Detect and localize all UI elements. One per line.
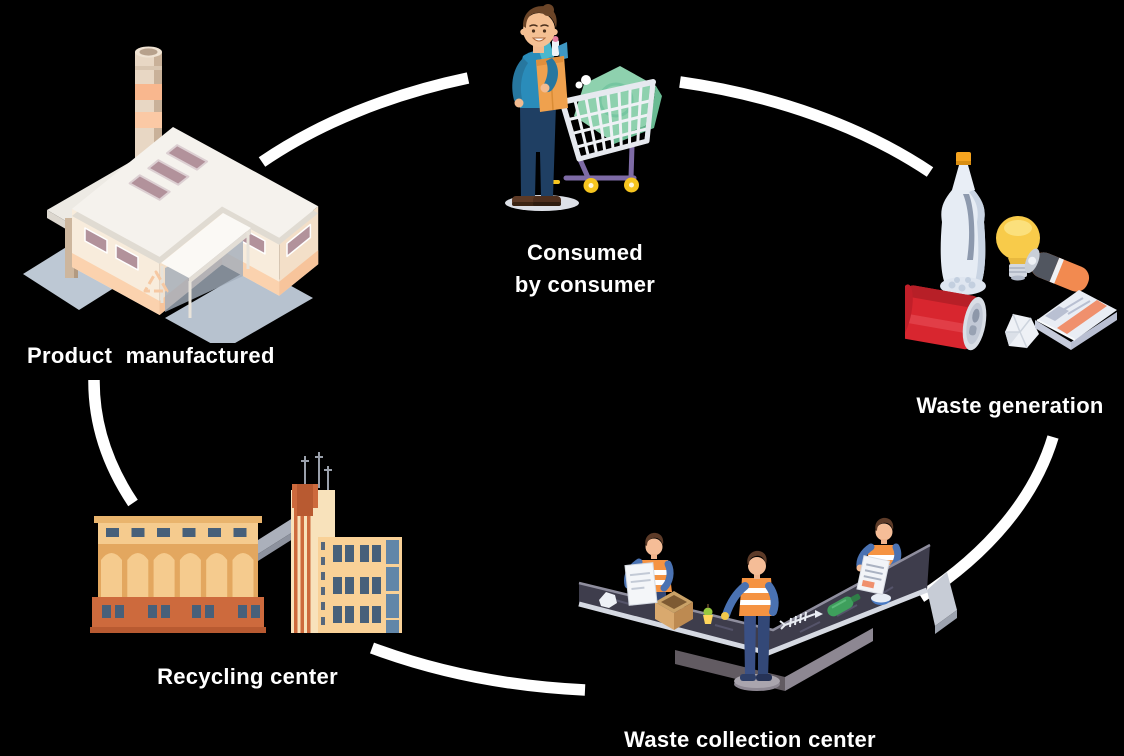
worker-center: [721, 550, 780, 691]
node-label-line-1: Consumed: [526, 240, 644, 265]
node-label: Product manufactured: [27, 343, 275, 368]
soda-can-icon: [905, 284, 987, 351]
consumer-person: [512, 4, 568, 206]
newspaper-icon: [1035, 290, 1117, 350]
paper-scrap-icon: [599, 592, 617, 608]
node-waste-generation: Waste generation: [905, 148, 1120, 422]
node-label: Recycling center: [157, 664, 338, 689]
factory-entrance: [160, 213, 251, 318]
node-label: Waste collection center: [624, 727, 876, 752]
cart-basket-rim: [559, 79, 656, 162]
apple-core-icon: [703, 604, 713, 624]
newspaper-stack-icon: [856, 555, 891, 595]
node-product-manufactured: Product manufactured: [15, 28, 345, 372]
node-recycling-center: Recycling center: [90, 450, 405, 693]
node-label: Consumed by consumer: [465, 237, 705, 301]
bowl-icon: [871, 593, 891, 605]
light-bulb-icon: [996, 216, 1040, 281]
plastic-bottle-icon: [940, 152, 986, 295]
silo-building: [90, 516, 266, 633]
node-consumed-by-consumer: Consumed by consumer: [465, 0, 705, 301]
consumer-with-cart-illustration: [505, 4, 662, 211]
factory-skylights: [128, 144, 209, 201]
node-waste-collection-center: Waste collection center: [575, 510, 960, 756]
cycle-arc-left: [88, 379, 138, 507]
factory-illustration: [23, 46, 319, 343]
cycle-arc-top-right: [679, 76, 934, 177]
recycle-symbol-icon: [143, 270, 169, 293]
waste-items-illustration: [905, 152, 1117, 351]
cycle-arc-top-left: [258, 72, 470, 167]
conveyor-bridge: [258, 516, 296, 561]
cycle-arc-bottom: [369, 642, 586, 696]
fish-bone-icon: [779, 610, 823, 630]
crumpled-paper-icon: [1005, 313, 1039, 349]
node-label-line-2: by consumer: [514, 272, 656, 297]
glass-bottle-icon: [827, 593, 861, 617]
sorting-board-icon: [624, 562, 658, 606]
office-building: [318, 537, 402, 633]
battery-icon: [1024, 248, 1090, 292]
factory-roof: [72, 127, 319, 257]
recycling-plant-illustration: [90, 452, 402, 633]
node-label: Waste generation: [916, 393, 1104, 418]
cardboard-box-icon: [655, 591, 693, 630]
conveyor-sorting-illustration: [578, 517, 957, 691]
